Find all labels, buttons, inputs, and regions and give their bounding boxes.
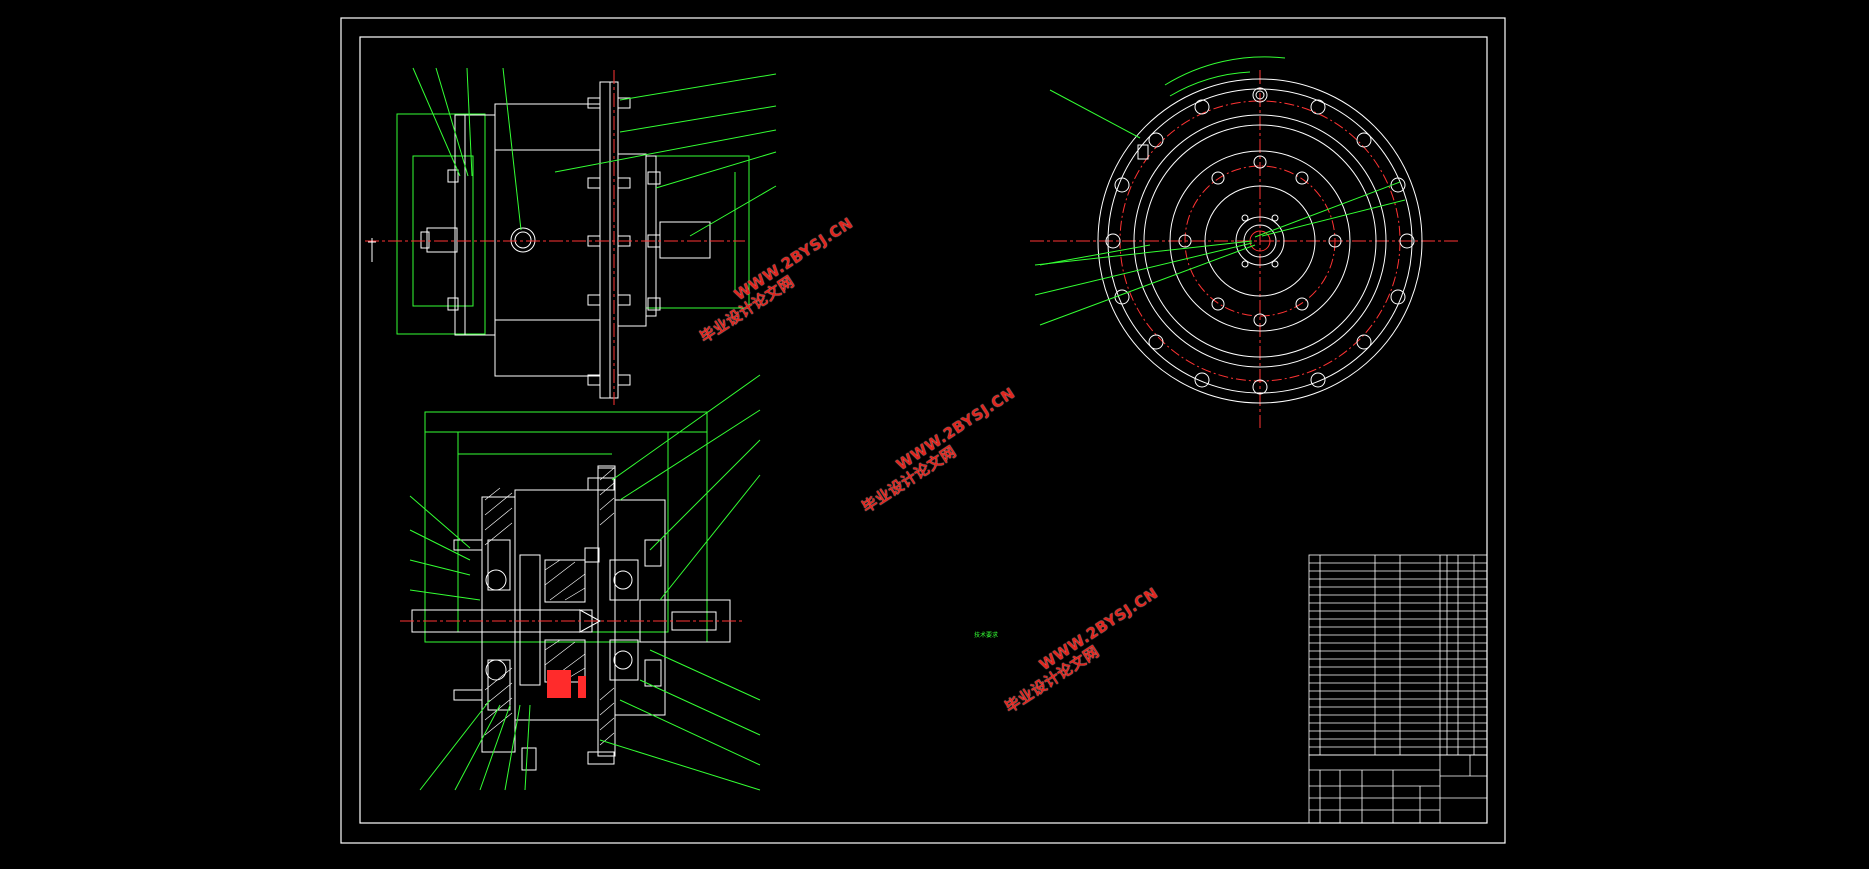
end-view: [1030, 56, 1460, 428]
title-block: [1308, 754, 1488, 824]
parts-list: [1308, 554, 1488, 756]
outer-border: [340, 17, 1506, 844]
tech-requirements-title: 技术要求: [974, 632, 999, 639]
tech-requirements: 技术要求: [968, 632, 998, 641]
side-view: [365, 67, 777, 405]
section-view: [400, 374, 761, 791]
inner-border: [359, 36, 1488, 824]
